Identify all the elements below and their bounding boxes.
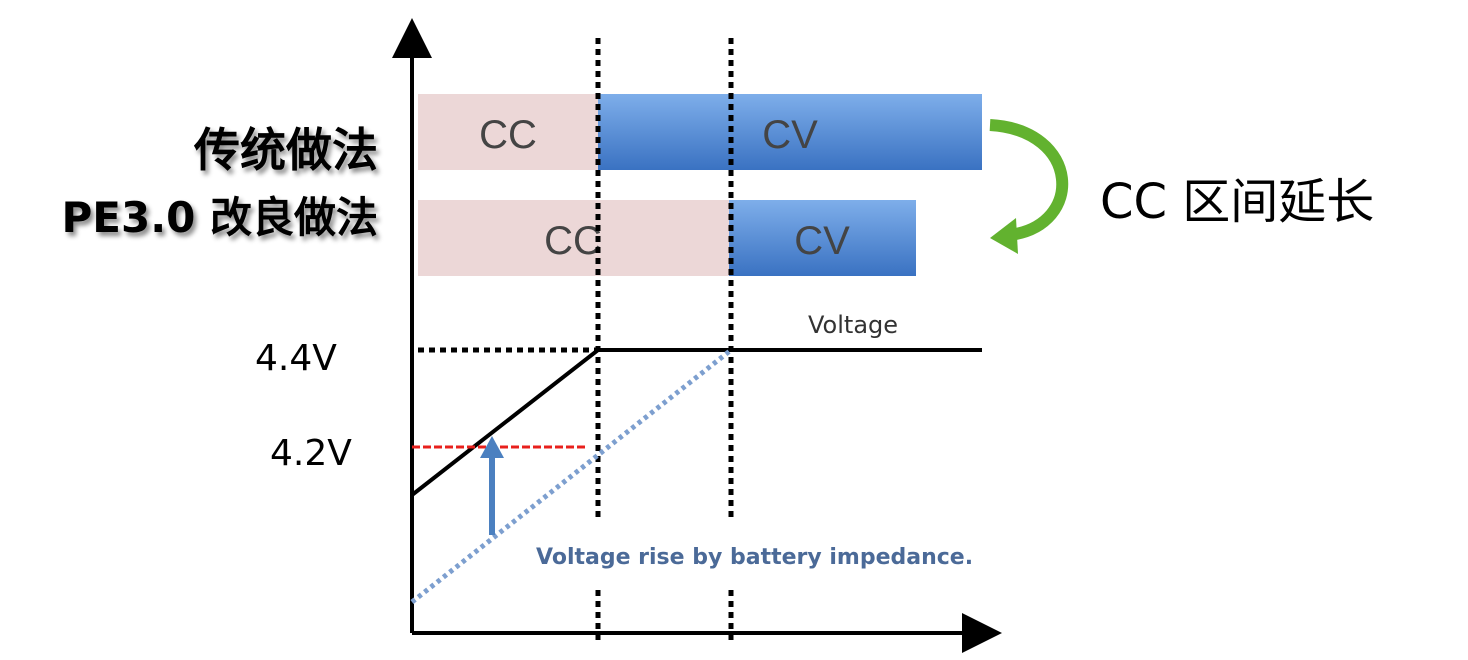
cc-extended-annotation: CC 区间延长 (1100, 174, 1374, 230)
voltage-curve (410, 348, 982, 497)
cc-label-traditional: CC (479, 113, 537, 157)
cv-label-traditional: CV (762, 113, 818, 157)
cv-bar-traditional (598, 94, 982, 170)
y-label-4-4v: 4.4V (255, 338, 337, 379)
cc-bar-improved (418, 200, 729, 276)
battery-voltage-curve (410, 348, 733, 604)
y-label-4-2v: 4.2V (270, 433, 352, 474)
cc-bar-traditional (418, 94, 598, 170)
cc-label-improved: CC (544, 219, 602, 263)
row-label-improved: PE3.0 改良做法 (62, 193, 379, 242)
curved-arrow-icon (989, 119, 1069, 254)
impedance-note: Voltage rise by battery impedance. (536, 545, 973, 570)
cv-bar-improved (729, 200, 916, 276)
phase-divider-lines (595, 38, 734, 640)
impedance-arrow (480, 436, 504, 535)
row-label-traditional: 传统做法 (193, 123, 378, 177)
voltage-label: Voltage (808, 311, 898, 339)
cv-label-improved: CV (794, 219, 850, 263)
